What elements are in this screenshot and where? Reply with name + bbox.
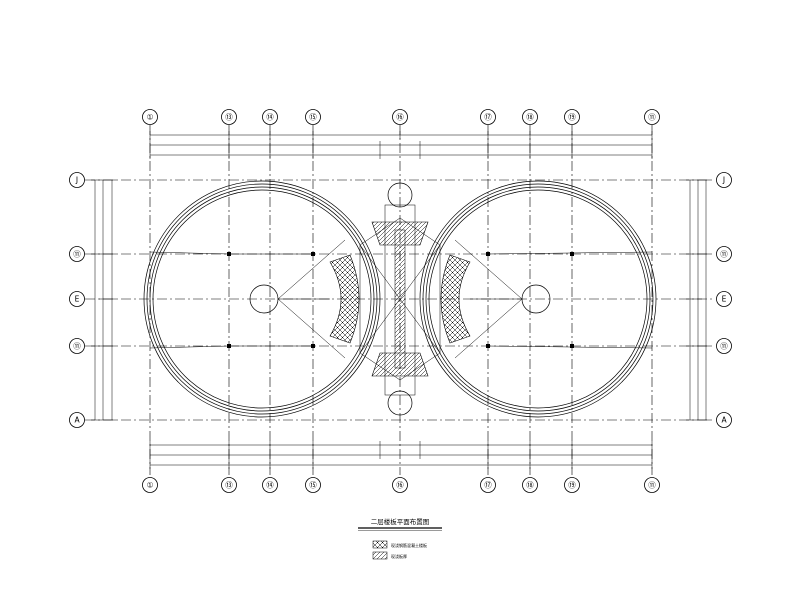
grid-label: E — [722, 295, 727, 304]
grid-label: A — [74, 416, 80, 425]
grid-label: ⑰ — [484, 481, 492, 490]
grid-label: ⑭ — [266, 481, 274, 490]
grid-label: ⑮ — [309, 481, 317, 490]
grid-label: ⑱ — [526, 481, 534, 490]
right-circular-room — [419, 180, 657, 418]
grid-label: ① — [147, 113, 154, 122]
legend-label: 现浇钢筋混凝土楼板 — [391, 542, 427, 548]
legend-swatch-crosshatch — [372, 540, 388, 549]
grid-label: ⑪ — [648, 481, 656, 490]
row-labels-right: J ⑪ E ⑪ A — [716, 172, 732, 428]
structure — [85, 125, 715, 475]
column-labels-bottom: ① ⑬ ⑭ ⑮ ⑯ ⑰ ⑱ ⑲ ⑪ — [142, 477, 660, 493]
grid-label: ⑪ — [720, 342, 728, 351]
grid-label: ⑱ — [526, 113, 534, 122]
grid-label: ⑪ — [720, 250, 728, 259]
grid-label: ⑮ — [309, 113, 317, 122]
grid-label: ⑪ — [73, 342, 81, 351]
grid-label: ⑯ — [396, 481, 404, 490]
columns — [227, 252, 574, 348]
grid-label: A — [721, 416, 727, 425]
grid-label: ⑰ — [484, 113, 492, 122]
left-circular-room — [143, 180, 381, 418]
drawing-title-block: 二层楼板平面布置图 — [358, 517, 442, 531]
row-labels-left: J ⑪ E ⑪ A — [69, 172, 85, 428]
legend: 现浇钢筋混凝土楼板 现浇板厚 — [372, 540, 427, 560]
hatched-zones — [329, 221, 471, 377]
column-labels-top: ① ⑬ ⑭ ⑮ ⑯ ⑰ ⑱ ⑲ ⑪ — [142, 109, 660, 125]
grid-label: ⑬ — [225, 113, 233, 122]
grid-label: ⑲ — [568, 481, 576, 490]
grid-label: E — [75, 295, 80, 304]
grid-label: ⑬ — [225, 481, 233, 490]
grid-label: ⑪ — [73, 250, 81, 259]
grid-label: ⑯ — [396, 113, 404, 122]
grid-label: ⑭ — [266, 113, 274, 122]
grid-label: ① — [147, 481, 154, 490]
grid-label: J — [75, 176, 78, 185]
drawing-title: 二层楼板平面布置图 — [371, 517, 430, 526]
grid-label: J — [722, 176, 725, 185]
grid-label: ⑲ — [568, 113, 576, 122]
legend-label: 现浇板厚 — [391, 553, 407, 559]
grid-label: ⑪ — [648, 113, 656, 122]
legend-swatch-diagonal — [372, 551, 388, 560]
